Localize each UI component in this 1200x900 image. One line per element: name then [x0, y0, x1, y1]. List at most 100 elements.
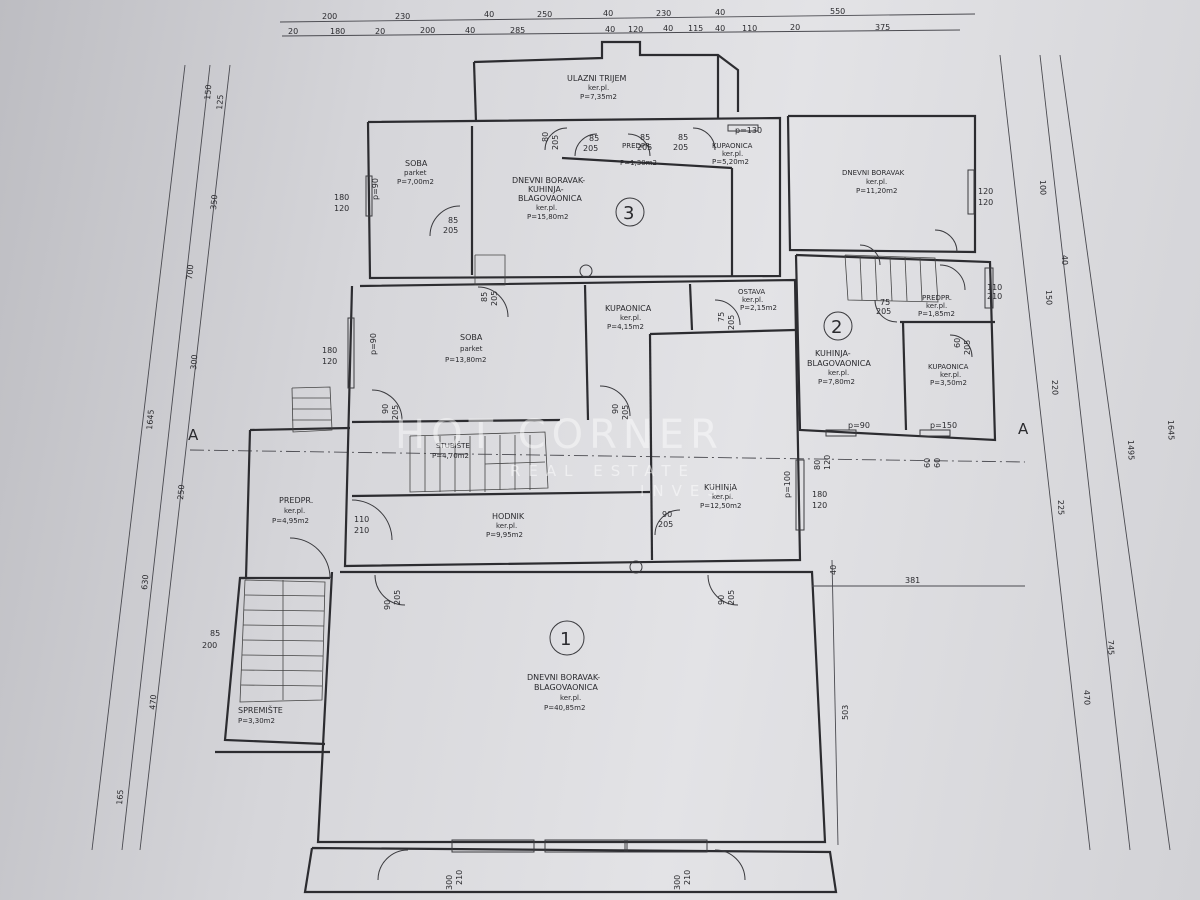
dim-label: 220 — [1050, 380, 1060, 396]
room-name: ULAZNI TRIJEM — [567, 74, 627, 83]
door-dim: 90 — [717, 595, 726, 605]
door-dim: 85 — [589, 134, 599, 143]
watermark: HOT CORNER REAL ESTATE INVEST — [395, 412, 734, 500]
dim-label: 200 — [322, 12, 337, 21]
dim-label: 350 — [209, 194, 219, 210]
dim-label: 1645 — [1166, 420, 1176, 441]
unit-number: 3 — [623, 203, 634, 224]
door-dim: 210 — [455, 870, 464, 885]
room-name: PREDPR. — [922, 294, 952, 302]
room-area: P=5,20m2 — [712, 158, 749, 166]
room-floor: ker.pl. — [536, 204, 557, 212]
door-dim: 205 — [583, 144, 598, 153]
dim-label: 110 — [742, 24, 757, 33]
window-dim: 120 — [322, 357, 337, 366]
room-name: DNEVNI BORAVAK — [842, 169, 905, 177]
dim-label: 230 — [656, 9, 671, 18]
dim-label: 745 — [1106, 640, 1116, 656]
window-dim: 80 — [813, 460, 822, 470]
room-area: P=11,20m2 — [856, 187, 897, 195]
dim-label: 1645 — [145, 409, 156, 430]
room-area: P=7,00m2 — [397, 178, 434, 186]
room-area: P=13,80m2 — [445, 356, 486, 364]
room-name-2: BLAGOVAONICA — [807, 359, 871, 368]
window-dim: 120 — [978, 198, 993, 207]
dim-label: 40 — [715, 8, 725, 17]
window-dim: 180 — [322, 346, 337, 355]
unit-markers: 3 2 1 — [549, 197, 853, 656]
door-dim: 60 — [953, 338, 962, 348]
door-dim: 205 — [621, 405, 630, 420]
room-area: P=1,85m2 — [918, 310, 955, 318]
window-dim: 120 — [978, 187, 993, 196]
walls — [215, 40, 997, 894]
door-dim: 205 — [551, 135, 560, 150]
window-dim: 60 — [923, 458, 932, 468]
door-dim: 205 — [391, 405, 400, 420]
door-dim: 205 — [393, 590, 402, 605]
dim-label: 225 — [1056, 500, 1066, 516]
dim-label: 700 — [185, 264, 195, 280]
dim-label: 300 — [189, 354, 199, 370]
left-dimension-lines: 1645 630 165 700 350 300 250 470 125 150 — [91, 64, 231, 851]
room-area: P=2,15m2 — [740, 304, 777, 312]
room-kuhinja-1: KUHINJA ker.pl. P=12,50m2 — [700, 483, 741, 510]
dim-label: 150 — [1044, 290, 1054, 306]
room-floor: parket — [404, 169, 427, 177]
room-name-3: BLAGOVAONICA — [518, 194, 582, 203]
window-dim: p=90 — [369, 333, 378, 355]
window-dim: p=100 — [783, 471, 792, 498]
unit-number: 2 — [831, 317, 842, 338]
windows — [347, 124, 994, 853]
room-floor: ker.pl. — [496, 522, 517, 530]
room-name: SOBA — [405, 159, 428, 168]
room-name: PREDPR. — [622, 142, 652, 150]
dim-label: 230 — [395, 12, 410, 21]
window-dim: p=90 — [848, 421, 870, 430]
door-dim: 205 — [876, 307, 891, 316]
room-name-2: BLAGOVAONICA — [534, 683, 598, 692]
door-dim: 200 — [202, 641, 217, 650]
door-dim: 85 — [640, 133, 650, 142]
window-dim: 120 — [823, 455, 832, 470]
dim-label: 470 — [1082, 690, 1092, 706]
room-name: SPREMIŠTE — [238, 704, 283, 715]
room-name: KUHINJA — [704, 483, 737, 492]
dim-label: 20 — [375, 27, 385, 36]
room-name: KUHINJA- — [815, 349, 851, 358]
dim-label: 470 — [148, 694, 158, 710]
room-floor: ker.pl. — [866, 178, 887, 186]
room-floor: ker.pl. — [588, 84, 609, 92]
room-kupaonica-3: KUPAONICA ker.pl. P=5,20m2 — [712, 142, 753, 166]
room-floor: ker.pl. — [940, 371, 961, 379]
door-dim: 90 — [611, 404, 620, 414]
dim-label: 40 — [715, 24, 725, 33]
window-dim: 120 — [812, 501, 827, 510]
room-area: P=12,50m2 — [700, 502, 741, 510]
door-dim: 80 — [541, 132, 550, 142]
top-dimension-lines: 200 230 40 250 40 230 40 550 20 180 20 2… — [279, 7, 976, 37]
door-swings — [289, 127, 973, 881]
room-name: PREDPR. — [279, 496, 313, 505]
room-floor: ker.pl. — [560, 694, 581, 702]
room-area: P=4,15m2 — [607, 323, 644, 331]
section-line: A A — [188, 420, 1029, 463]
window-dim: p=90 — [371, 178, 380, 200]
section-marker-left: A — [188, 426, 199, 444]
room-stubiste: STUBIŠTE P=4,70m2 — [432, 441, 470, 460]
room-floor: ker.pl. — [926, 302, 947, 310]
door-dim: 205 — [727, 315, 736, 330]
dim-label: 550 — [830, 7, 845, 16]
door-dim: 205 — [673, 143, 688, 152]
dim-label: 100 — [1038, 180, 1048, 196]
dim-label: 40 — [829, 565, 838, 575]
room-name: KUPAONICA — [928, 363, 969, 371]
door-dim: 205 — [727, 590, 736, 605]
watermark-tagline: REAL ESTATE — [510, 462, 696, 480]
misc-dimensions: 381 503 40 — [812, 559, 1025, 846]
door-dim: 85 — [210, 629, 220, 638]
dim-label: 40 — [484, 10, 494, 19]
room-area: P=3,50m2 — [930, 379, 967, 387]
room-area: P=1,30m2 — [620, 159, 657, 167]
